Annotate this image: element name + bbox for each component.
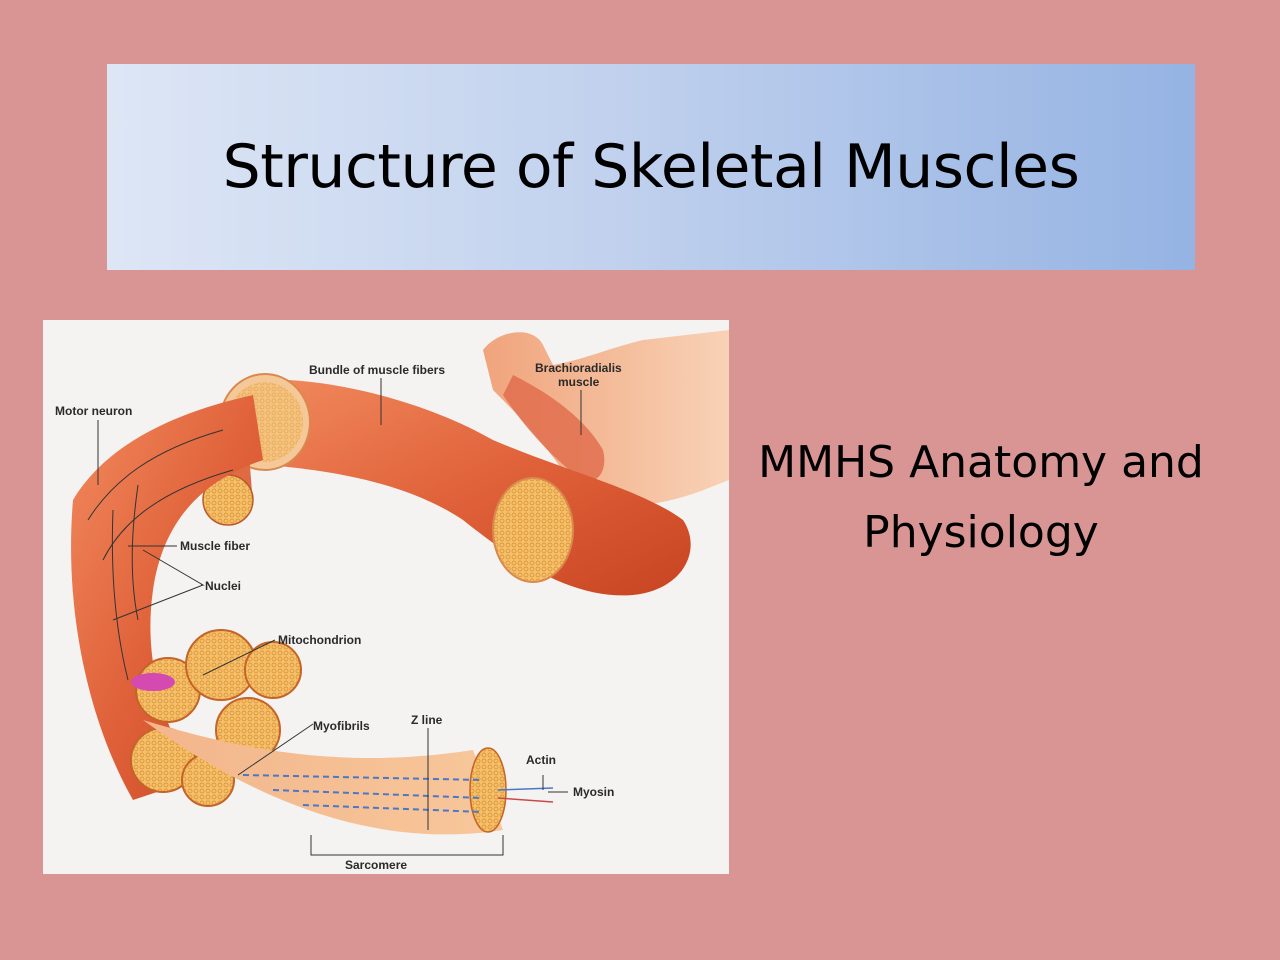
label-motor-neuron: Motor neuron [55,404,132,418]
label-z-line: Z line [411,713,443,727]
label-mitochondrion: Mitochondrion [278,633,361,647]
leader-lines [97,378,582,856]
arm-illustration [483,330,729,506]
label-myosin: Myosin [573,785,614,799]
myofibril-extension [143,720,554,835]
label-muscle-fiber: Muscle fiber [180,539,250,553]
muscle-structure-diagram: Bundle of muscle fibers Brachioradialis … [43,320,729,874]
slide-title: Structure of Skeletal Muscles [222,132,1080,202]
diagram-svg: Bundle of muscle fibers Brachioradialis … [55,330,729,872]
label-actin: Actin [526,753,556,767]
label-nuclei: Nuclei [205,579,241,593]
title-banner: Structure of Skeletal Muscles [107,64,1195,270]
slide-subtitle: MMHS Anatomy and Physiology [735,428,1227,568]
subtitle-line-1: MMHS Anatomy and [758,437,1204,488]
label-sarcomere: Sarcomere [345,858,407,872]
label-bundle: Bundle of muscle fibers [309,363,445,377]
subtitle-line-2: Physiology [863,507,1099,558]
label-brachioradialis: Brachioradialis [535,361,622,375]
mitochondrion-shape [131,673,175,691]
muscle-fiber [71,395,263,800]
label-brachioradialis-2: muscle [558,375,600,389]
label-myofibrils: Myofibrils [313,719,370,733]
